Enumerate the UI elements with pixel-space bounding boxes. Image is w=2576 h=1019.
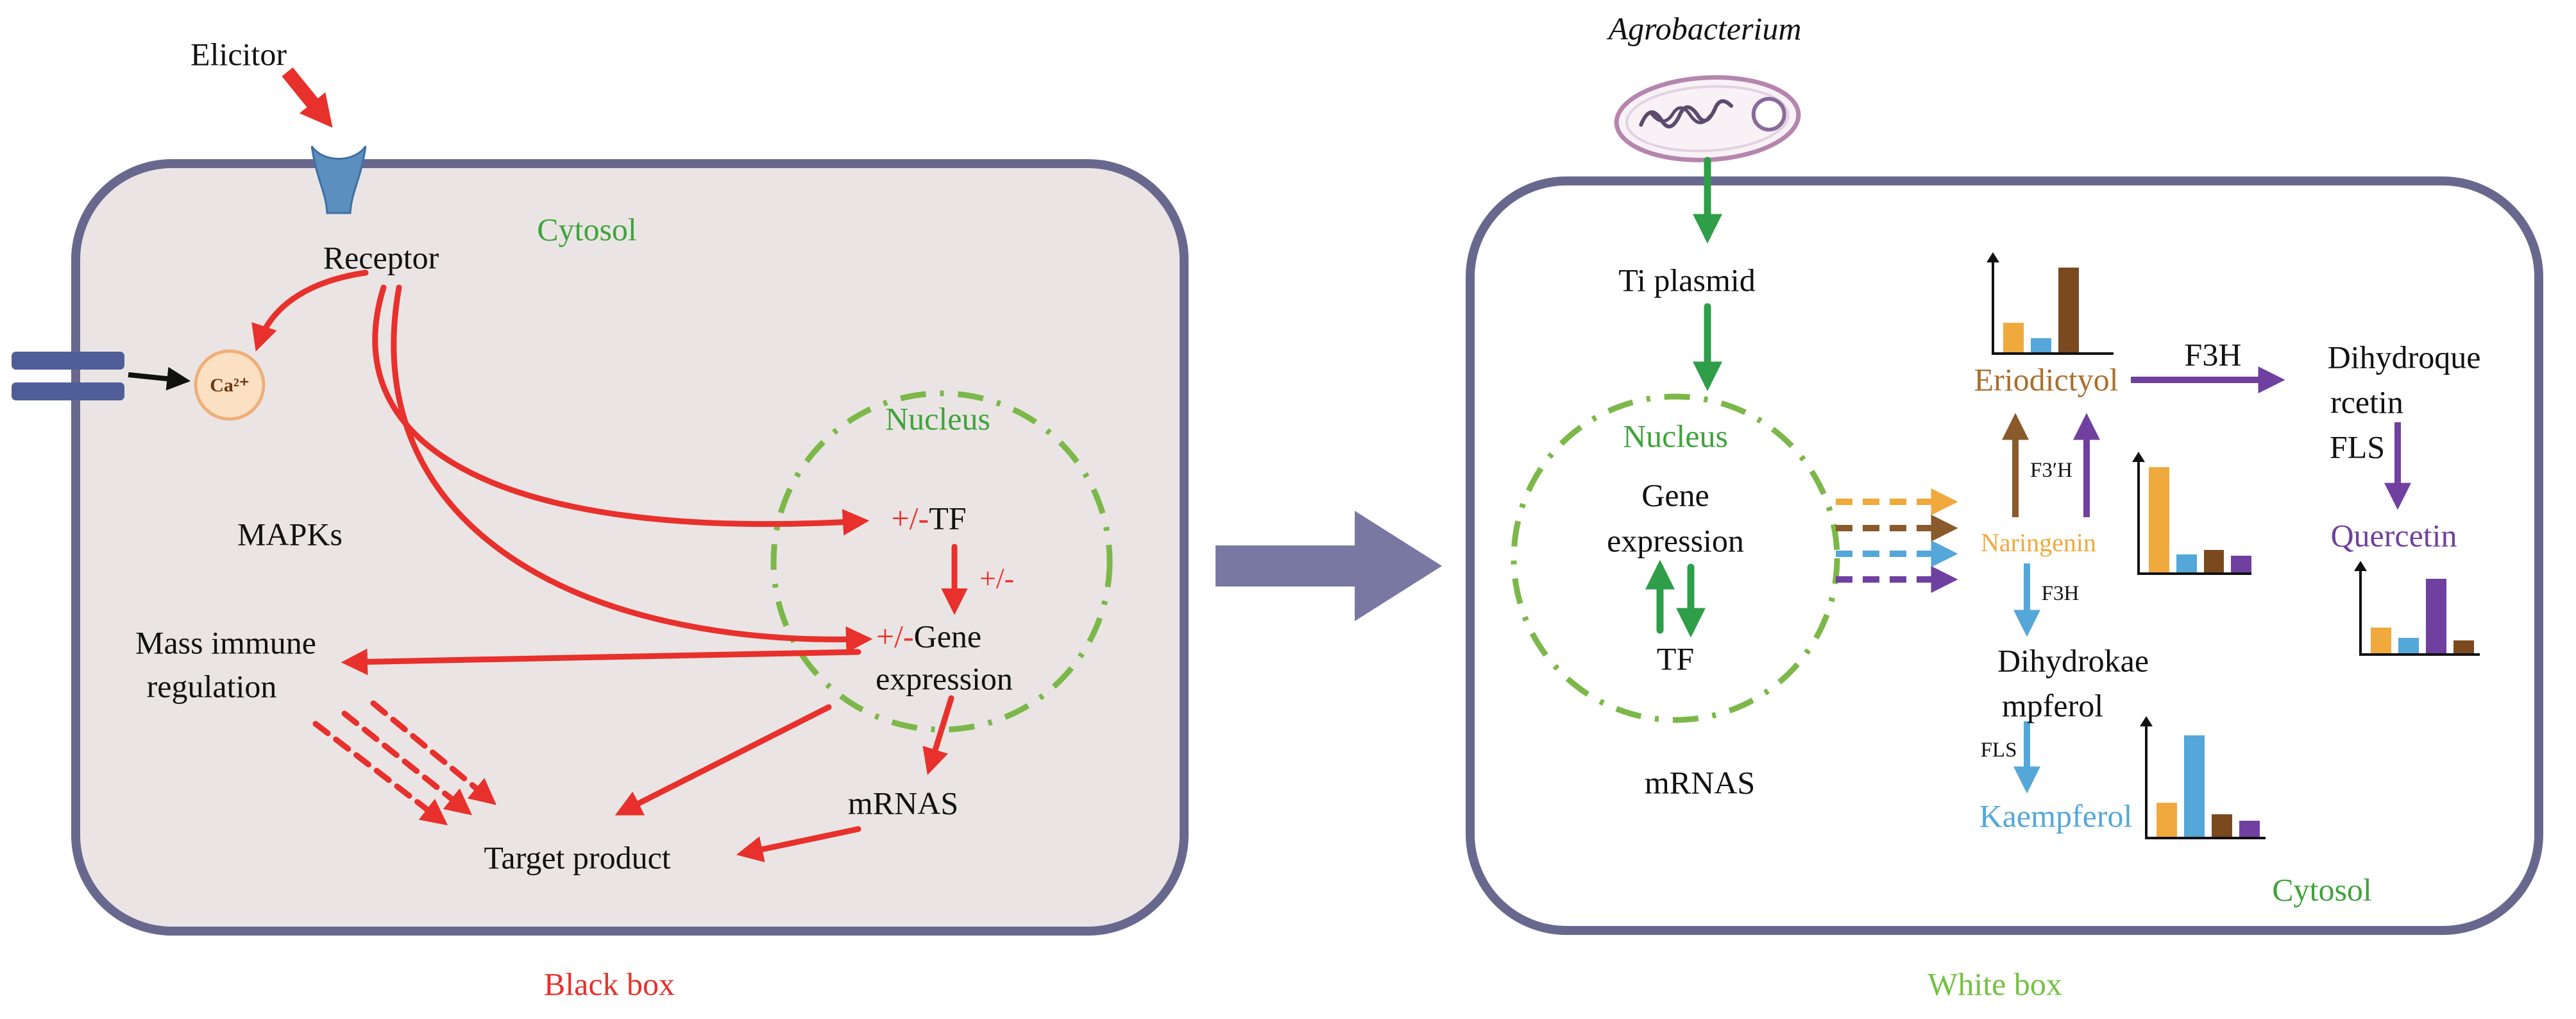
chart-bar — [2149, 467, 2169, 572]
quercetin-level-chart — [2354, 561, 2480, 656]
chart-bar — [2184, 735, 2205, 837]
membrane-channel — [12, 352, 124, 400]
fls-left-label: FLS — [1980, 739, 2017, 762]
eriodictyol-label: Eriodictyol — [1974, 361, 2119, 398]
right-nucleus-circle — [1511, 393, 1840, 723]
gene-to-mass-immune-arrow — [341, 648, 861, 676]
chart-bar — [2371, 628, 2391, 653]
receptor-to-gene-arrow — [391, 284, 873, 653]
f3h-top-label: F3H — [2184, 336, 2242, 373]
chromosome-squiggle-2 — [1648, 106, 1712, 124]
dihydrokaempferol-line1: Dihydrokae — [1997, 642, 2149, 679]
f3h-mid-label: F3H — [2041, 582, 2080, 606]
chart-bar — [2176, 554, 2197, 572]
target-product-label: Target product — [484, 839, 671, 876]
tf-sign: +/- — [891, 500, 929, 536]
mass-immune-line1: Mass immune — [135, 624, 316, 661]
agrobacterium-cell — [1614, 75, 1801, 162]
chart-bar — [2426, 578, 2446, 653]
dashed-arrow-3 — [370, 700, 496, 805]
mrna-to-target-arrow — [736, 826, 861, 862]
gene-to-target-arrow — [614, 704, 832, 816]
dashed-arrow-2 — [341, 710, 473, 816]
receptor-to-calcium-arrow — [251, 270, 369, 352]
calcium-ion-circle — [194, 349, 266, 421]
gene-label-right: Gene — [1641, 477, 1709, 513]
green-arrows — [1645, 157, 1723, 638]
naringenin-level-chart — [2132, 452, 2251, 575]
plus-minus-label: +/- — [979, 561, 1015, 595]
quercetin-label: Quercetin — [2330, 517, 2457, 554]
nucleus-left-label: Nucleus — [885, 400, 990, 437]
chart-bar — [2453, 640, 2474, 653]
tf-label: TF — [929, 500, 967, 536]
kaempferol-level-chart — [2140, 716, 2266, 839]
receptor-to-tf-arrow — [372, 284, 870, 536]
expression-to-mrna-arrow — [922, 695, 954, 775]
naringenin-label: Naringenin — [1981, 528, 2096, 557]
chart-bar — [2031, 338, 2051, 352]
dihydroquercetin-line2: rcetin — [2330, 384, 2403, 420]
red-signalling-arrows — [251, 67, 968, 862]
elicitor-arrow — [282, 67, 333, 128]
gene-line: +/-Gene — [876, 618, 981, 655]
black-box-caption: Black box — [543, 966, 675, 1002]
elicitor-label: Elicitor — [191, 36, 287, 73]
chart-bar — [2239, 821, 2260, 837]
dihydroquercetin-line1: Dihydroque — [2327, 339, 2481, 375]
flavonoid-pathway-arrows — [2002, 366, 2411, 794]
chart-bar — [2398, 638, 2419, 653]
nucleus-right-label: Nucleus — [1623, 418, 1728, 454]
agrobacterium-label: Agrobacterium — [1608, 10, 1802, 47]
fls-right-label: FLS — [2329, 429, 2385, 465]
plasmid-ring — [1751, 96, 1786, 132]
chart-bar — [2212, 814, 2232, 837]
dashed-arrow-1 — [312, 721, 448, 826]
cytosol-left-label: Cytosol — [537, 211, 637, 248]
eriodictyol-level-chart — [1987, 252, 2114, 355]
big-transition-arrow — [1216, 511, 1442, 621]
gene-label-left: Gene — [913, 618, 982, 655]
expression-output-arrows — [1836, 488, 1958, 593]
kaempferol-label: Kaempferol — [1979, 798, 2133, 834]
calcium-label: Ca²⁺ — [210, 374, 250, 396]
chart-bar — [2203, 549, 2224, 572]
left-cell-outline — [71, 159, 1189, 936]
cytosol-right-label: Cytosol — [2272, 871, 2372, 908]
chart-bar — [2157, 803, 2177, 837]
chart-bar — [2058, 267, 2079, 352]
left-nucleus-circle — [770, 390, 1113, 733]
chart-bar — [2231, 555, 2251, 572]
ti-plasmid-label: Ti plasmid — [1618, 262, 1756, 298]
f3prime-h-label: F3′H — [2030, 459, 2072, 483]
chart-bar — [2003, 322, 2024, 352]
white-box-caption: White box — [1928, 966, 2062, 1002]
ion-influx-arrow — [128, 366, 191, 391]
mass-immune-line2: regulation — [146, 668, 277, 705]
tf-label-right: TF — [1656, 640, 1695, 677]
receptor-shape — [310, 146, 367, 214]
gene-sign: +/- — [876, 618, 914, 655]
receptor-label: Receptor — [323, 239, 439, 276]
expression-label-right: expression — [1607, 522, 1744, 559]
chromosome-squiggle — [1639, 99, 1734, 129]
mrnas-right-label: mRNAS — [1644, 764, 1756, 801]
expression-label-left: expression — [876, 660, 1013, 697]
tf-line: +/-TF — [891, 500, 966, 537]
mapks-label: MAPKs — [237, 516, 343, 552]
mrnas-left-label: mRNAS — [847, 785, 959, 821]
dihydrokaempferol-line2: mpferol — [2001, 687, 2104, 724]
